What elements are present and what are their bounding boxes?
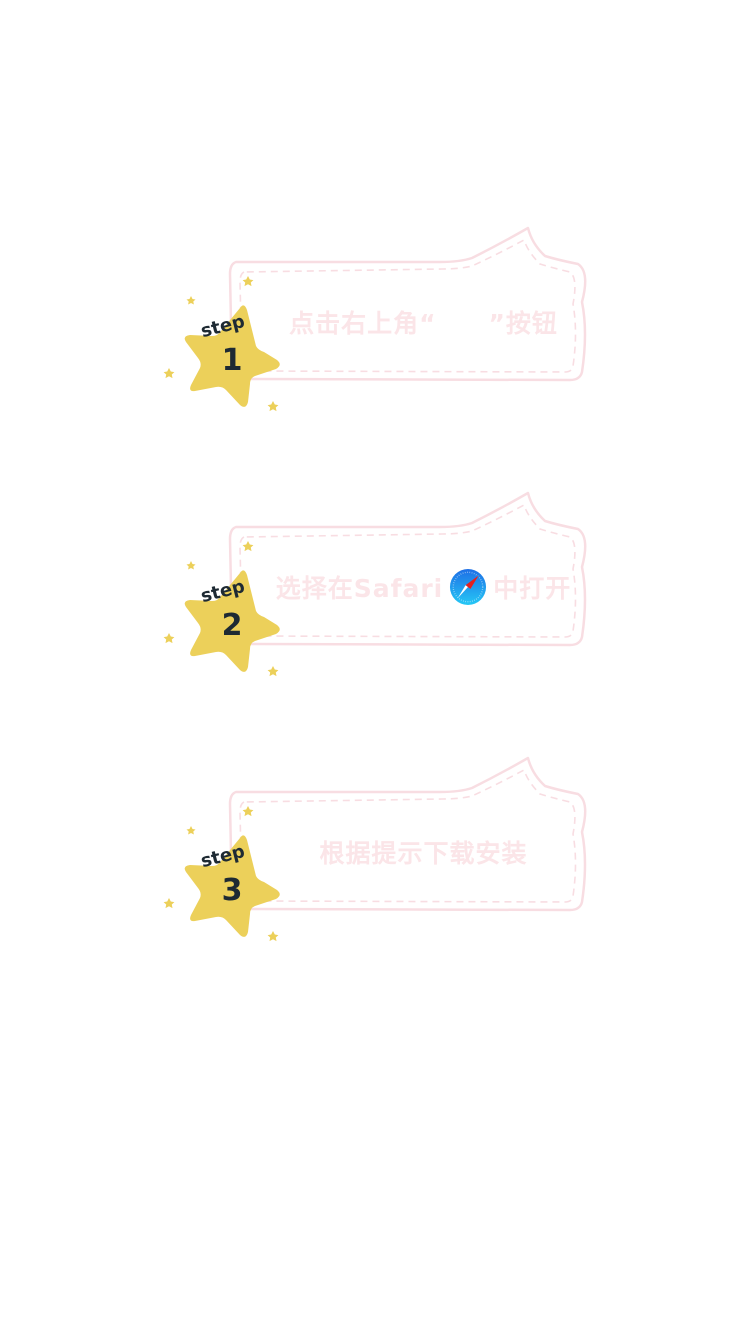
step-badge-number: 3 xyxy=(221,873,243,908)
step-badge-number: 1 xyxy=(221,343,243,378)
star-badge-icon xyxy=(163,806,280,942)
step-card-1: 点击右上角“ ”按钮 step 1 xyxy=(160,222,600,422)
step-1-instruction: 点击右上角“ ”按钮 xyxy=(265,302,582,342)
star-badge-icon xyxy=(163,276,280,412)
step-3-text: 根据提示下载安装 xyxy=(319,839,528,868)
step-card-2: 选择在Safari 中打开 step 2 xyxy=(160,487,600,687)
step-3-instruction: 根据提示下载安装 xyxy=(265,832,582,872)
safari-compass-icon xyxy=(450,568,487,606)
step-card-3: 根据提示下载安装 step 3 xyxy=(160,752,600,952)
step-2-instruction: 选择在Safari 中打开 xyxy=(265,567,582,607)
step-badge-number: 2 xyxy=(221,608,243,643)
step-2-text-before: 选择在Safari xyxy=(275,574,444,603)
star-badge-icon xyxy=(163,541,280,677)
step-2-text-after: 中打开 xyxy=(493,574,572,603)
step-1-text-before: 点击右上角“ xyxy=(289,309,437,338)
step-1-text-after: ”按钮 xyxy=(488,309,558,338)
